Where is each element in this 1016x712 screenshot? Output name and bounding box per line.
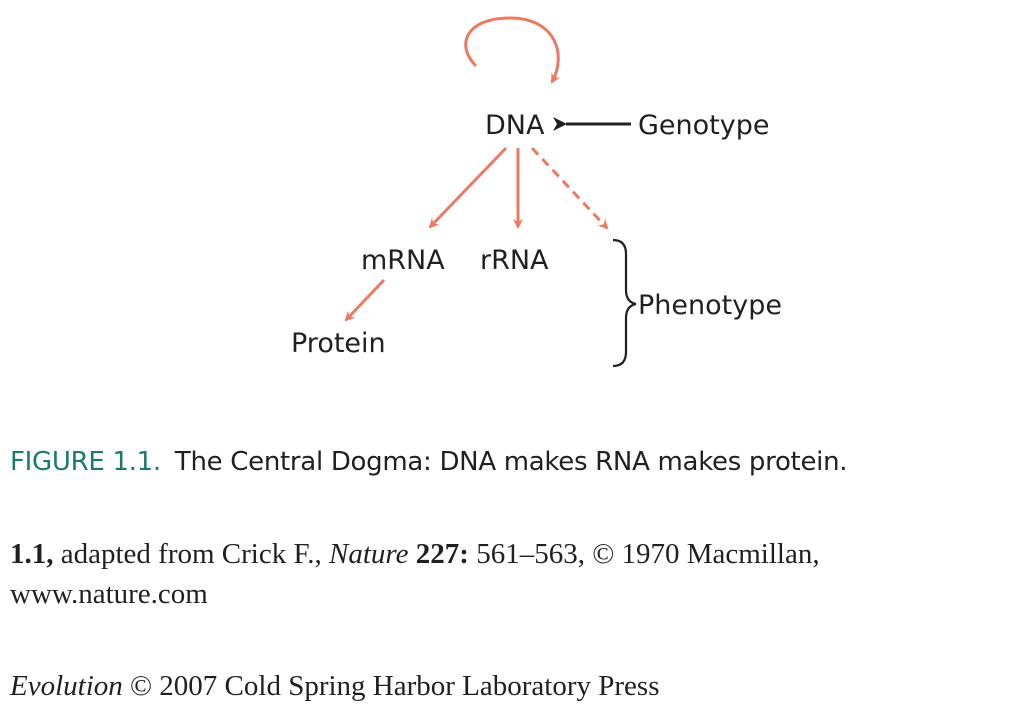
credit-volume: 227: xyxy=(408,538,469,570)
credit-figure-ref: 1.1, xyxy=(10,538,54,570)
figure-credit: 1.1, adapted from Crick F., Nature 227: … xyxy=(10,534,1010,614)
caption-text: The Central Dogma: DNA makes RNA makes p… xyxy=(174,447,848,477)
copyright-line: Evolution © 2007 Cold Spring Harbor Labo… xyxy=(10,666,1010,706)
dna-to-mrna-arrow xyxy=(428,146,508,229)
phenotype-brace xyxy=(612,238,637,368)
protein-label: Protein xyxy=(291,328,386,359)
replication-loop-arrow xyxy=(464,16,561,84)
credit-line-1: 1.1, adapted from Crick F., Nature 227: … xyxy=(10,534,1010,574)
dna-to-other-dashed-arrow xyxy=(530,146,609,230)
mrna-label: mRNA xyxy=(361,245,445,276)
figure-caption: FIGURE 1.1. The Central Dogma: DNA makes … xyxy=(10,447,1010,477)
dna-label: DNA xyxy=(485,110,545,141)
credit-journal: Nature xyxy=(329,538,409,570)
rrna-label: rRNA xyxy=(480,245,549,276)
credit-url: www.nature.com xyxy=(10,578,208,610)
copyright-text: © 2007 Cold Spring Harbor Laboratory Pre… xyxy=(122,670,660,702)
credit-text-1: adapted from Crick F., xyxy=(53,538,330,570)
central-dogma-diagram: DNA Genotype mRNA rRNA Protein Phenotype xyxy=(291,16,782,368)
book-title: Evolution xyxy=(10,670,123,702)
mrna-to-protein-arrow xyxy=(344,278,386,322)
phenotype-label: Phenotype xyxy=(638,290,782,321)
figure-label: FIGURE 1.1. xyxy=(10,447,161,477)
genotype-label: Genotype xyxy=(638,110,769,141)
credit-text-2: 561–563, © 1970 Macmillan, xyxy=(468,538,820,570)
